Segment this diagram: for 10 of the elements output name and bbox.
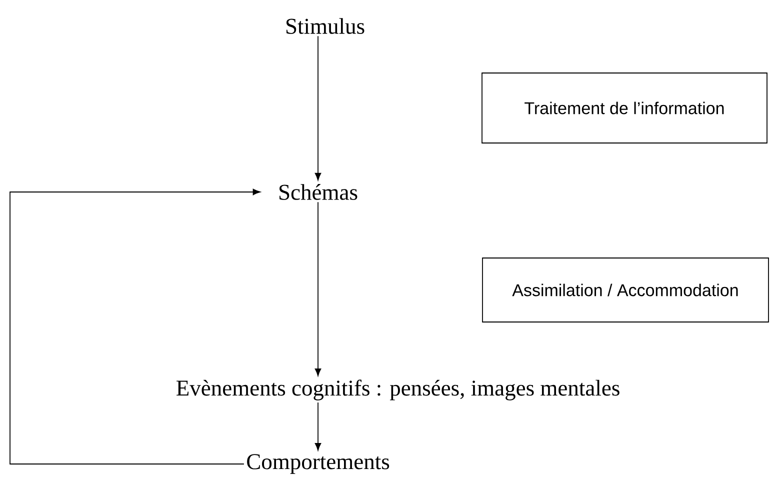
arrow bbox=[314, 402, 322, 451]
node-label: Comportements bbox=[247, 454, 390, 474]
text-box: Traitement de l’information bbox=[482, 72, 768, 144]
text-box: Assimilation / Accommodation bbox=[482, 258, 769, 322]
arrow bbox=[314, 202, 322, 376]
arrow bbox=[314, 36, 322, 181]
arrow bbox=[10, 188, 260, 464]
node-label: Evènements cognitifs : pensées, images mentales bbox=[176, 380, 620, 400]
node-label: Schémas bbox=[280, 184, 358, 200]
node-label: Stimulus bbox=[286, 18, 364, 34]
